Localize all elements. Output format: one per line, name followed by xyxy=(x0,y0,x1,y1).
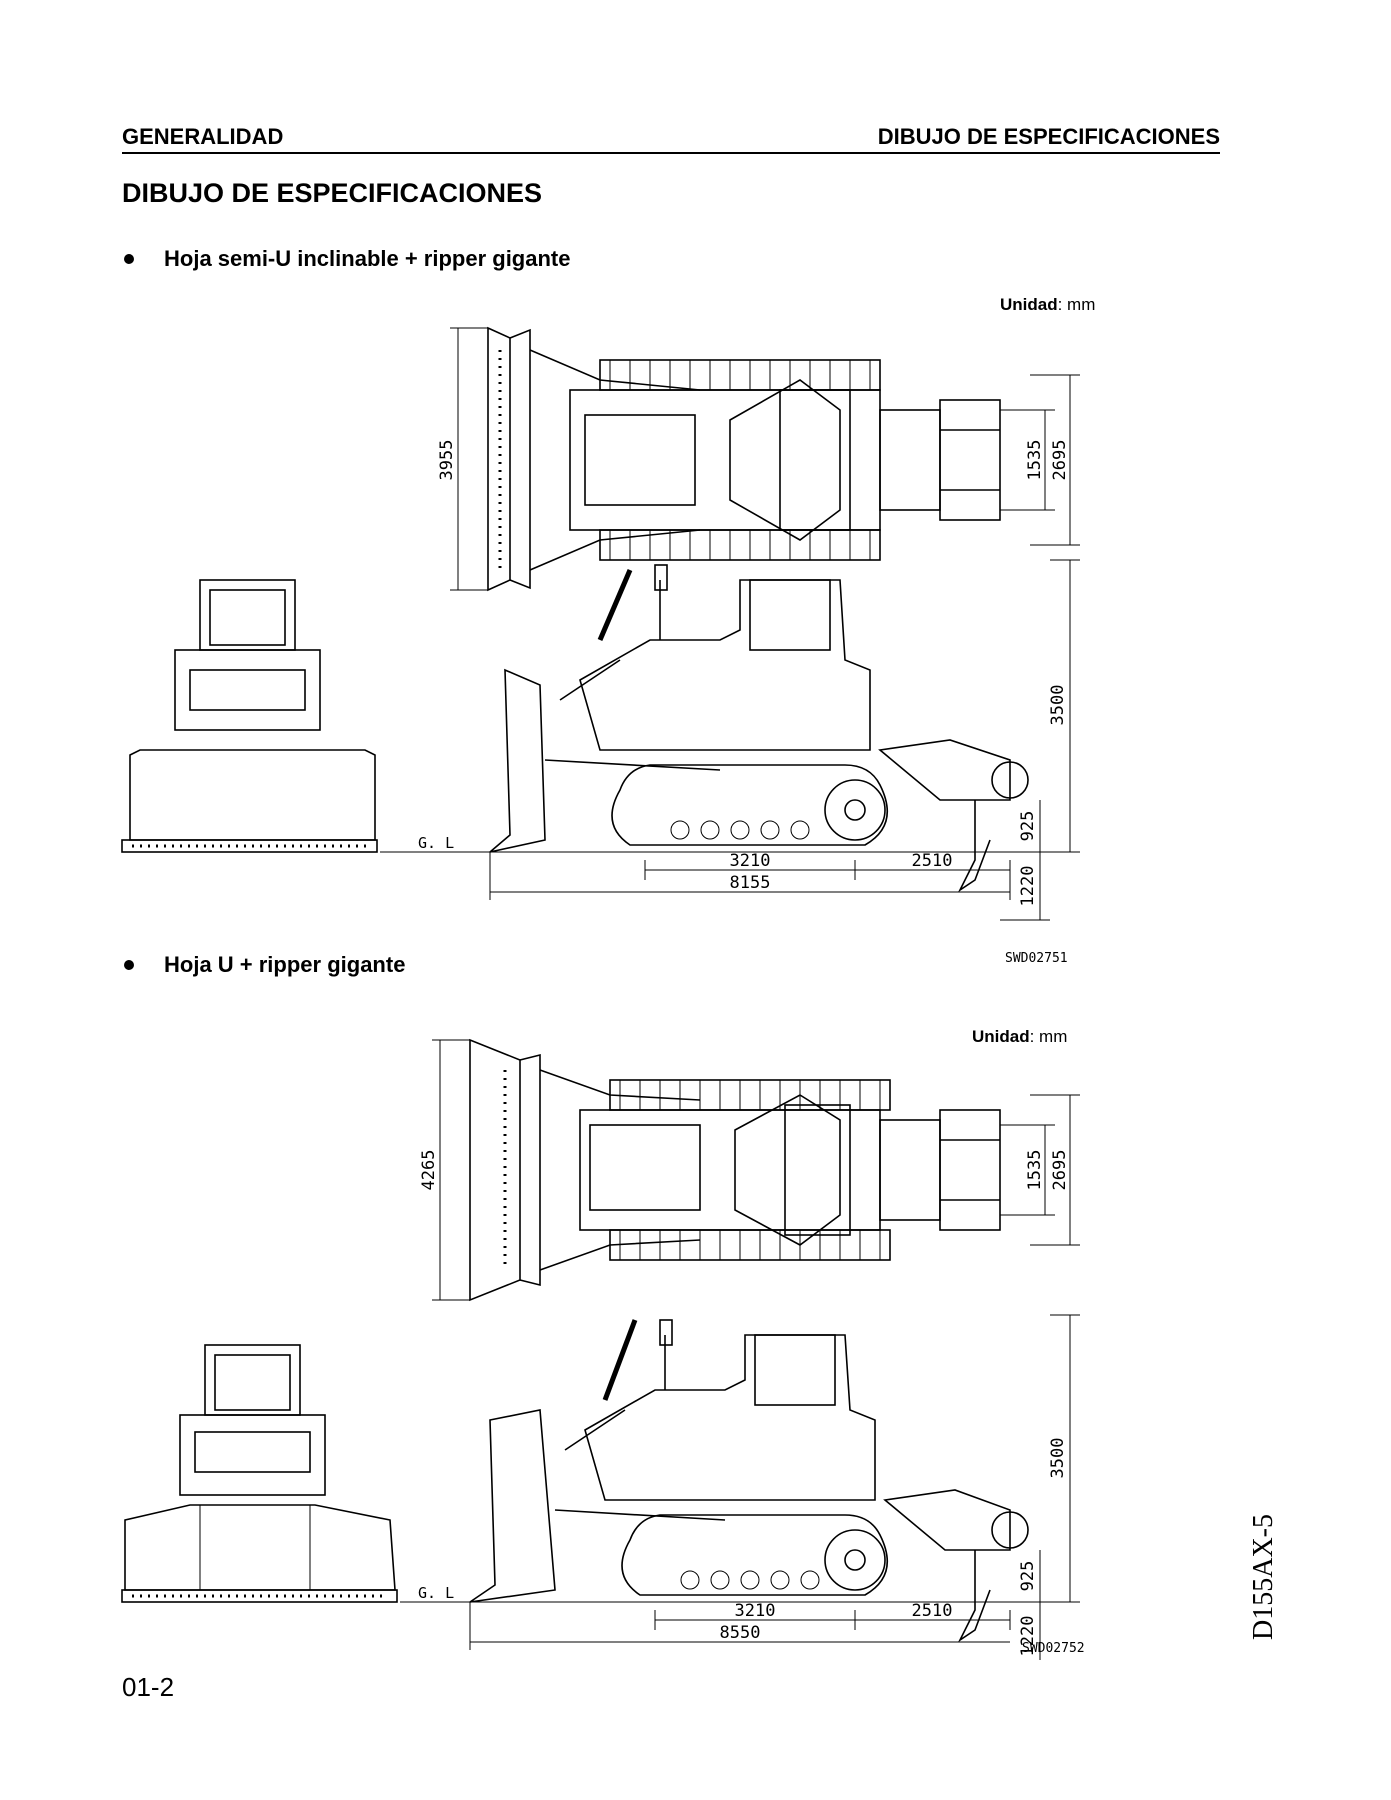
header-chapter-label: DIBUJO DE ESPECIFICACIONES xyxy=(877,124,1220,149)
side-view-2: G. L xyxy=(400,1314,1080,1660)
dim-height: 3500 xyxy=(1048,1438,1068,1479)
bullet-dot-icon xyxy=(124,254,134,264)
dim-ripper-height: 925 xyxy=(1018,811,1038,842)
unit-label: Unidad: mm xyxy=(1000,295,1095,314)
dim-height: 3500 xyxy=(1048,685,1068,726)
dim-ripper-length: 2510 xyxy=(912,851,953,871)
front-view-1 xyxy=(121,579,378,853)
header-section-label: GENERALIDAD xyxy=(122,124,284,149)
dim-blade-width: 4265 xyxy=(419,1150,439,1191)
bulldozer-drawing-1-svg: Unidad: mm xyxy=(121,295,1095,966)
dim-ripper-depth: 1220 xyxy=(1018,1616,1038,1657)
dim-ripper-height: 925 xyxy=(1018,1561,1038,1592)
dim-tumbler-distance: 3210 xyxy=(730,851,771,871)
spec-drawing-1: Unidad: mm xyxy=(0,280,1391,970)
dim-track-width: 2695 xyxy=(1050,1150,1070,1191)
dim-tumbler-distance: 3210 xyxy=(735,1601,776,1621)
dim-overall-length: 8155 xyxy=(730,873,771,893)
section-1-bullet: Hoja semi-U inclinable + ripper gigante xyxy=(122,246,570,272)
bullet-dot-icon xyxy=(124,960,134,970)
page-title: DIBUJO DE ESPECIFICACIONES xyxy=(122,178,543,208)
section-2-bullet: Hoja U + ripper gigante xyxy=(122,952,405,978)
dim-ripper-depth: 1220 xyxy=(1018,866,1038,907)
ground-line-label: G. L xyxy=(418,1584,454,1602)
dim-track-gauge: 1535 xyxy=(1025,440,1045,481)
dim-overall-length: 8550 xyxy=(720,1623,761,1643)
front-view-2 xyxy=(121,1344,398,1603)
spec-drawing-2: Unidad: mm xyxy=(0,1000,1391,1660)
top-view-1: 3955 1535 2695 xyxy=(437,326,1080,592)
ground-line-label: G. L xyxy=(418,834,454,852)
dim-blade-width: 3955 xyxy=(437,440,457,481)
bulldozer-drawing-2-svg: Unidad: mm xyxy=(121,1027,1085,1660)
header-rule xyxy=(122,152,1220,154)
dim-track-gauge: 1535 xyxy=(1025,1150,1045,1191)
drawing-code: SWD02752 xyxy=(1022,1641,1085,1656)
page-number: 01-2 xyxy=(122,1672,175,1702)
top-view-2: 4265 1535 2695 xyxy=(419,1038,1080,1302)
dim-track-width: 2695 xyxy=(1050,440,1070,481)
unit-label: Unidad: mm xyxy=(972,1027,1067,1046)
dim-ripper-length: 2510 xyxy=(912,1601,953,1621)
model-label: D155AX-5 xyxy=(1248,1514,1279,1640)
drawing-code: SWD02751 xyxy=(1005,951,1068,966)
side-view-1: G. L xyxy=(380,559,1080,921)
section-1-heading: Hoja semi-U inclinable + ripper gigante xyxy=(164,246,571,271)
section-2-heading: Hoja U + ripper gigante xyxy=(164,952,406,977)
